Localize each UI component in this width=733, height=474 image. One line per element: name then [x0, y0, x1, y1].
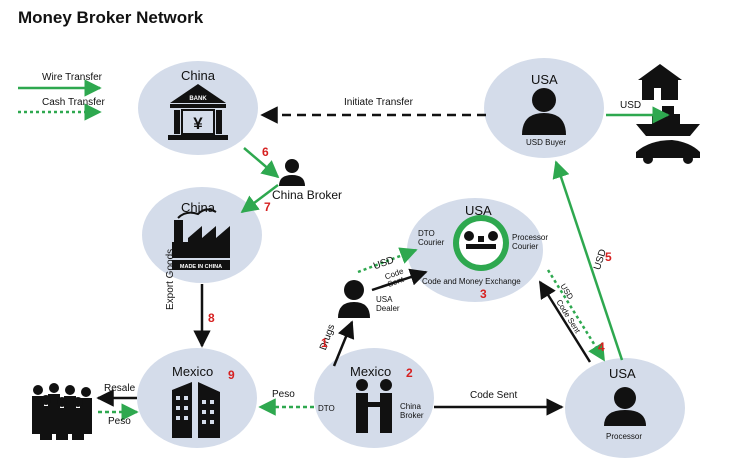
- step-7: 7: [264, 200, 271, 214]
- node-mexico-broker: [314, 348, 434, 448]
- exchange-caption: Code and Money Exchange: [422, 277, 521, 286]
- factory-icon: [172, 208, 230, 270]
- code-sent-label: Code Sent: [470, 390, 518, 401]
- exchange-cycle-icon: [453, 215, 509, 271]
- yen-symbol: ¥: [193, 114, 203, 133]
- edge-code-sent-processor: [538, 280, 592, 363]
- house-icon: [638, 64, 682, 100]
- car-icon: [636, 140, 700, 164]
- china-bank-title: China: [181, 68, 215, 83]
- usd-buyer-label: USD Buyer: [526, 138, 567, 147]
- processor-courier-label: Processor Courier: [512, 233, 549, 251]
- mexico-china-broker-label: China Broker: [400, 402, 424, 420]
- initiate-transfer-label: Initiate Transfer: [344, 97, 413, 108]
- usd-buyer-person-icon: [522, 88, 566, 135]
- china-broker-person-icon: [279, 159, 305, 186]
- dto-label: DTO: [318, 404, 335, 413]
- processor-person-icon: [604, 387, 646, 426]
- buildings-icon: [172, 382, 220, 438]
- usa-buyer-title: USA: [531, 72, 558, 87]
- step-1: 1: [321, 336, 328, 350]
- dto-courier-label: DTO Courier: [418, 229, 445, 247]
- usd-assets-label: USD: [620, 100, 642, 111]
- mexico-broker-title: Mexico: [350, 364, 392, 379]
- step-5: 5: [605, 250, 612, 264]
- step-4: 4: [598, 340, 605, 354]
- diagram-title: Money Broker Network: [18, 8, 204, 27]
- crowd-icon: [32, 383, 92, 440]
- edge-code-sent-dealer: [371, 268, 428, 292]
- usa-exchange-title: USA: [465, 203, 492, 218]
- legend-cash-label: Cash Transfer: [42, 97, 105, 108]
- processor-label: Processor: [606, 432, 643, 441]
- factory-sign: MADE IN CHINA: [180, 264, 222, 270]
- edge-usd-to-buyer: [552, 160, 624, 361]
- usa-dealer-person-icon: [338, 280, 370, 318]
- peso-out-label: Peso: [108, 416, 131, 427]
- resale-label: Resale: [104, 383, 136, 394]
- bank-icon: [168, 84, 228, 140]
- edge-broker-to-factory: [240, 184, 279, 214]
- node-mexico-left: [137, 348, 257, 448]
- mexico-left-title: Mexico: [172, 364, 214, 379]
- step-6: 6: [262, 145, 269, 159]
- edge-usd-to-courier: [357, 247, 418, 274]
- yacht-icon: [636, 106, 700, 136]
- edge-drugs: [332, 320, 355, 367]
- peso-in-label: Peso: [272, 389, 295, 400]
- edge-bank-to-broker: [243, 147, 280, 179]
- legend-wire-label: Wire Transfer: [42, 72, 103, 83]
- china-broker-label: China Broker: [272, 188, 343, 202]
- usa-processor-title: USA: [609, 366, 636, 381]
- china-factory-title: China: [181, 200, 215, 215]
- bank-sign: BANK: [189, 96, 207, 102]
- usa-dealer-label: USA Dealer: [376, 295, 400, 313]
- handshake-icon: [356, 379, 392, 433]
- step-9: 9: [228, 368, 235, 382]
- step-8: 8: [208, 311, 215, 325]
- step-3: 3: [480, 287, 487, 301]
- export-goods-label: Export Goods: [165, 248, 176, 310]
- step-2: 2: [406, 366, 413, 380]
